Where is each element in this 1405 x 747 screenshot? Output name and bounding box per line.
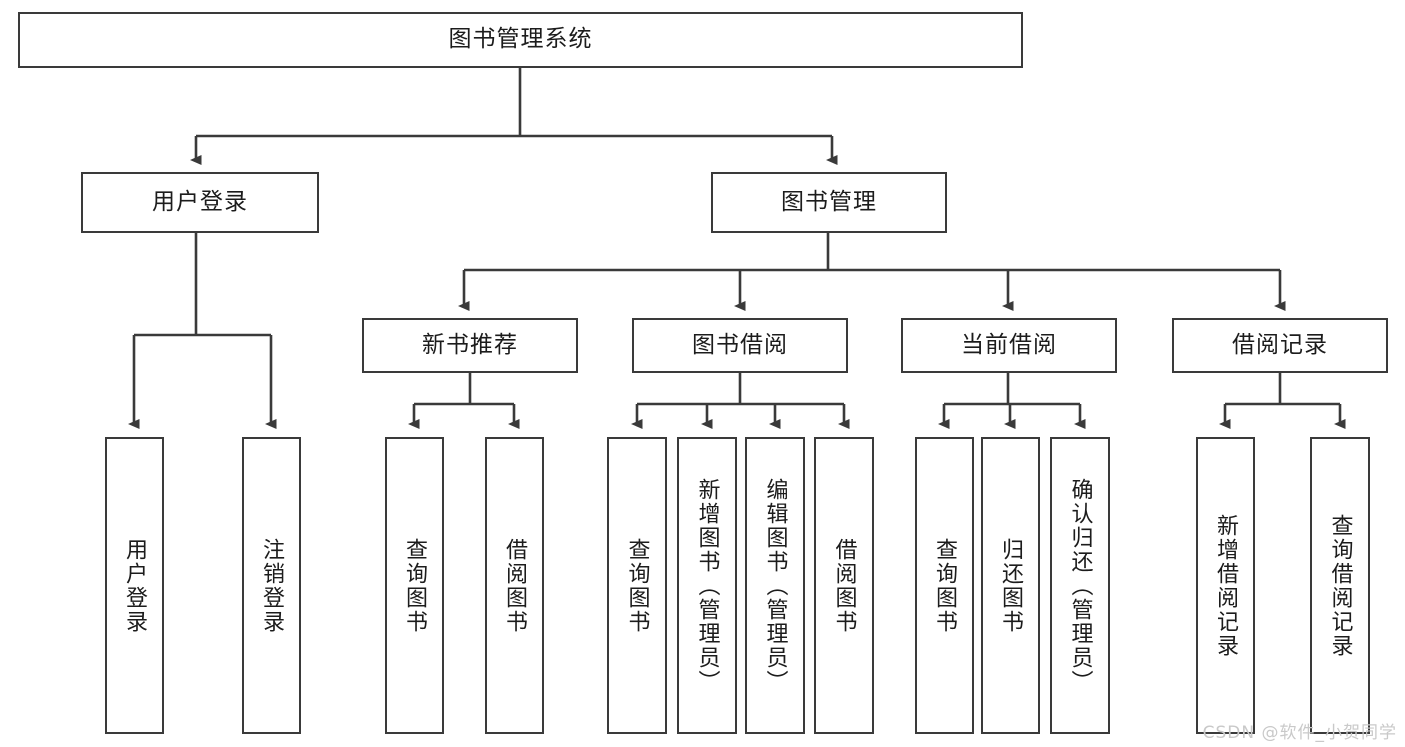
leaf-label: 用户登录 [122, 537, 148, 634]
leaf-add-book-admin[interactable]: 新增图书（管理员） [677, 437, 737, 734]
node-current-borrow[interactable]: 当前借阅 [901, 318, 1117, 373]
leaf-label: 查询图书 [402, 537, 428, 634]
node-book-borrow[interactable]: 图书借阅 [632, 318, 848, 373]
leaf-borrow-book[interactable]: 借阅图书 [814, 437, 874, 734]
leaf-query-book-recommend[interactable]: 查询图书 [385, 437, 444, 734]
leaf-label: 查询图书 [932, 537, 958, 634]
node-borrow-record[interactable]: 借阅记录 [1172, 318, 1388, 373]
leaf-label: 编辑图书（管理员） [762, 477, 788, 694]
leaf-label: 新增借阅记录 [1213, 513, 1239, 658]
leaf-label: 归还图书 [998, 537, 1024, 634]
watermark-text: CSDN @软件_小贺同学 [1202, 723, 1397, 743]
leaf-return-book[interactable]: 归还图书 [981, 437, 1040, 734]
leaf-confirm-return-admin[interactable]: 确认归还（管理员） [1050, 437, 1110, 734]
node-book-management[interactable]: 图书管理 [711, 172, 947, 233]
leaf-add-borrow-record[interactable]: 新增借阅记录 [1196, 437, 1255, 734]
leaf-edit-book-admin[interactable]: 编辑图书（管理员） [745, 437, 805, 734]
leaf-label: 借阅图书 [831, 537, 857, 634]
leaf-user-login[interactable]: 用户登录 [105, 437, 164, 734]
leaf-label: 注销登录 [259, 537, 285, 634]
leaf-borrow-book-recommend[interactable]: 借阅图书 [485, 437, 544, 734]
node-user-login[interactable]: 用户登录 [81, 172, 319, 233]
leaf-label: 确认归还（管理员） [1067, 477, 1093, 694]
leaf-label: 借阅图书 [502, 537, 528, 634]
leaf-query-book-current[interactable]: 查询图书 [915, 437, 974, 734]
leaf-query-borrow-record[interactable]: 查询借阅记录 [1310, 437, 1370, 734]
node-new-book-recommend[interactable]: 新书推荐 [362, 318, 578, 373]
leaf-label: 查询图书 [624, 537, 650, 634]
node-root-system[interactable]: 图书管理系统 [18, 12, 1023, 68]
leaf-user-logout[interactable]: 注销登录 [242, 437, 301, 734]
leaf-label: 新增图书（管理员） [694, 477, 720, 694]
leaf-query-book-borrow[interactable]: 查询图书 [607, 437, 667, 734]
leaf-label: 查询借阅记录 [1327, 513, 1353, 658]
